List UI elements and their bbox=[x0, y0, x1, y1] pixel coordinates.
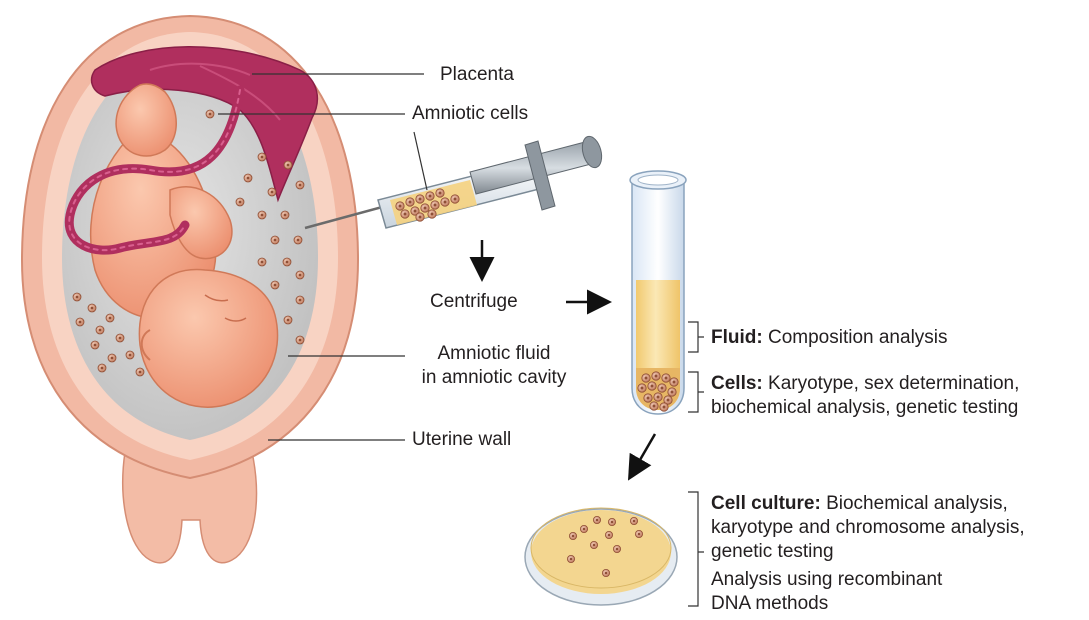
cell-nucleus bbox=[671, 391, 674, 394]
cell-nucleus bbox=[76, 296, 79, 299]
cell-nucleus bbox=[419, 216, 422, 219]
cell-nucleus bbox=[99, 329, 102, 332]
cell-nucleus bbox=[94, 344, 97, 347]
cell-nucleus bbox=[79, 321, 82, 324]
cell-nucleus bbox=[287, 164, 290, 167]
cell-nucleus bbox=[209, 113, 212, 116]
cells-text-line1: Karyotype, sex determination, bbox=[768, 373, 1019, 394]
cell-nucleus bbox=[284, 214, 287, 217]
cell-nucleus bbox=[287, 319, 290, 322]
culture-bracket bbox=[688, 492, 704, 606]
cell-nucleus bbox=[274, 239, 277, 242]
label-cell-culture: Cell culture: Biochemical analysis, kary… bbox=[711, 492, 1025, 616]
cell-nucleus bbox=[261, 156, 264, 159]
cell-nucleus bbox=[608, 534, 611, 537]
cell-nucleus bbox=[404, 213, 407, 216]
cells-bracket bbox=[688, 372, 704, 412]
cell-nucleus bbox=[605, 572, 608, 575]
cells-title: Cells: bbox=[711, 373, 763, 394]
cell-nucleus bbox=[633, 520, 636, 523]
cell-nucleus bbox=[274, 284, 277, 287]
cell-nucleus bbox=[409, 201, 412, 204]
fluid-bracket bbox=[688, 322, 704, 352]
fluid-title: Fluid: bbox=[711, 327, 763, 348]
cell-nucleus bbox=[583, 528, 586, 531]
amniotic-fluid-line2: in amniotic cavity bbox=[404, 366, 584, 390]
cell-nucleus bbox=[414, 210, 417, 213]
cell-nucleus bbox=[454, 198, 457, 201]
label-amniotic-cells: Amniotic cells bbox=[412, 102, 528, 126]
culture-title: Cell culture: bbox=[711, 493, 821, 514]
cell-nucleus bbox=[139, 371, 142, 374]
cell-nucleus bbox=[570, 558, 573, 561]
cell-nucleus bbox=[431, 213, 434, 216]
cell-nucleus bbox=[638, 533, 641, 536]
cell-nucleus bbox=[596, 519, 599, 522]
cell-nucleus bbox=[129, 354, 132, 357]
cell-nucleus bbox=[439, 192, 442, 195]
cell-nucleus bbox=[299, 274, 302, 277]
cell-nucleus bbox=[667, 399, 670, 402]
cell-nucleus bbox=[286, 261, 289, 264]
culture-line5: DNA methods bbox=[711, 592, 1025, 616]
cell-nucleus bbox=[239, 201, 242, 204]
fluid-text: Composition analysis bbox=[768, 327, 948, 348]
cell-nucleus bbox=[91, 307, 94, 310]
label-cells-analysis: Cells: Karyotype, sex determination, bio… bbox=[711, 372, 1019, 420]
cell-nucleus bbox=[111, 357, 114, 360]
cell-nucleus bbox=[261, 261, 264, 264]
fetal-head bbox=[139, 270, 277, 408]
label-amniotic-fluid: Amniotic fluid in amniotic cavity bbox=[404, 342, 584, 390]
cell-nucleus bbox=[661, 387, 664, 390]
cell-nucleus bbox=[651, 385, 654, 388]
cell-nucleus bbox=[297, 239, 300, 242]
syringe-cells-leader bbox=[414, 132, 427, 190]
cell-nucleus bbox=[593, 544, 596, 547]
cell-nucleus bbox=[444, 201, 447, 204]
culture-medium bbox=[531, 510, 671, 594]
cell-nucleus bbox=[247, 177, 250, 180]
culture-line3: genetic testing bbox=[711, 540, 1025, 564]
cell-nucleus bbox=[665, 377, 668, 380]
cell-nucleus bbox=[663, 406, 666, 409]
label-fluid-analysis: Fluid: Composition analysis bbox=[711, 326, 948, 350]
cell-nucleus bbox=[299, 339, 302, 342]
cell-nucleus bbox=[673, 381, 676, 384]
cell-nucleus bbox=[261, 214, 264, 217]
label-uterine-wall: Uterine wall bbox=[412, 428, 511, 452]
label-centrifuge: Centrifuge bbox=[430, 290, 518, 314]
cell-nucleus bbox=[299, 299, 302, 302]
cell-nucleus bbox=[611, 521, 614, 524]
cell-nucleus bbox=[653, 405, 656, 408]
cell-nucleus bbox=[655, 375, 658, 378]
petri-dish bbox=[525, 508, 677, 605]
cell-nucleus bbox=[641, 387, 644, 390]
cell-nucleus bbox=[647, 397, 650, 400]
culture-line2: karyotype and chromosome analysis, bbox=[711, 516, 1025, 540]
cell-nucleus bbox=[119, 337, 122, 340]
cell-nucleus bbox=[434, 204, 437, 207]
label-placenta: Placenta bbox=[440, 63, 514, 87]
cells-text-line2: biochemical analysis, genetic testing bbox=[711, 396, 1019, 420]
cell-nucleus bbox=[424, 207, 427, 210]
amniotic-fluid-line1: Amniotic fluid bbox=[404, 342, 584, 366]
culture-line1: Biochemical analysis, bbox=[826, 493, 1008, 514]
diagonal-arrow bbox=[633, 434, 655, 472]
cell-nucleus bbox=[109, 317, 112, 320]
cell-nucleus bbox=[429, 195, 432, 198]
cell-nucleus bbox=[271, 191, 274, 194]
culture-line4: Analysis using recombinant bbox=[711, 568, 1025, 592]
cell-nucleus bbox=[645, 377, 648, 380]
cell-nucleus bbox=[399, 205, 402, 208]
cell-nucleus bbox=[657, 396, 660, 399]
cell-nucleus bbox=[419, 198, 422, 201]
cell-nucleus bbox=[616, 548, 619, 551]
cell-nucleus bbox=[101, 367, 104, 370]
cell-nucleus bbox=[299, 184, 302, 187]
cell-nucleus bbox=[572, 535, 575, 538]
